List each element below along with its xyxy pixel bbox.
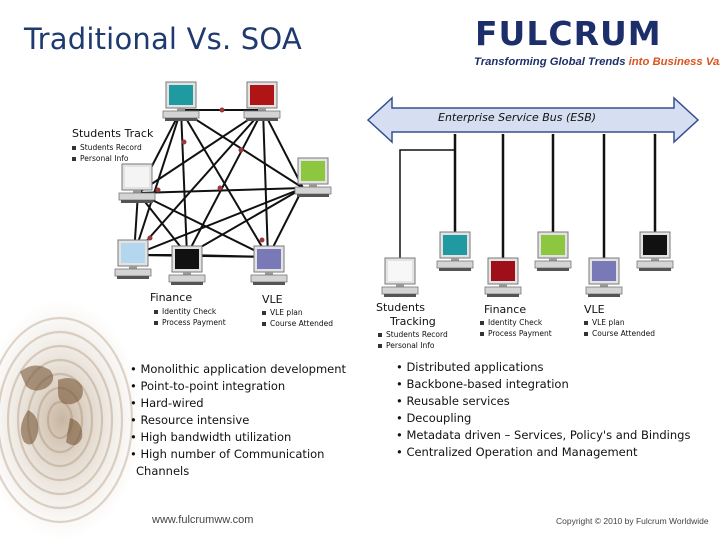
computer-red-icon bbox=[243, 81, 281, 122]
esb-label: Enterprise Service Bus (ESB) bbox=[438, 111, 597, 124]
finance-items: Identity Check Process Payment bbox=[154, 306, 226, 328]
list-item: • Point-to-point integration bbox=[130, 379, 286, 393]
soa-students-title-2: Tracking bbox=[390, 315, 436, 328]
list-item: Channels bbox=[136, 464, 190, 478]
list-item: • Decoupling bbox=[396, 411, 472, 425]
soa-vle-items: VLE plan Course Attended bbox=[584, 317, 655, 339]
computer-darkred-icon bbox=[484, 257, 522, 298]
footer-website: www.fulcrumww.com bbox=[152, 514, 254, 526]
list-item: Students Record bbox=[72, 142, 142, 153]
list-item: Course Attended bbox=[584, 328, 655, 339]
list-item: VLE plan bbox=[262, 307, 333, 318]
list-item: Personal Info bbox=[378, 340, 448, 351]
students-track-items: Students Record Personal Info bbox=[72, 142, 142, 164]
soa-finance-title: Finance bbox=[484, 303, 527, 316]
slide-title: Traditional Vs. SOA bbox=[24, 22, 302, 56]
finance-title: Finance bbox=[150, 291, 193, 304]
list-item: Personal Info bbox=[72, 153, 142, 164]
list-item: • Monolithic application development bbox=[130, 362, 347, 376]
point-to-point-links bbox=[133, 109, 304, 258]
traditional-bullets: • Monolithic application development • P… bbox=[130, 361, 346, 480]
list-item: • Reusable services bbox=[396, 394, 510, 408]
computer-black-icon bbox=[168, 245, 206, 286]
esb-branch-to-white bbox=[399, 149, 455, 258]
soa-finance-items: Identity Check Process Payment bbox=[480, 317, 552, 339]
computer-teal-icon bbox=[162, 81, 200, 122]
vle-items: VLE plan Course Attended bbox=[262, 307, 333, 329]
soa-students-items: Students Record Personal Info bbox=[378, 329, 448, 351]
computer-green-icon bbox=[294, 157, 332, 198]
computer-blue-icon bbox=[114, 239, 152, 280]
list-item: Course Attended bbox=[262, 318, 333, 329]
computer-teal-icon bbox=[436, 231, 474, 272]
logo-tagline-accent: into Business Value bbox=[628, 56, 720, 68]
list-item: Process Payment bbox=[154, 317, 226, 328]
students-track-title: Students Track bbox=[72, 127, 154, 140]
computer-purple-icon bbox=[250, 245, 288, 286]
list-item: • Backbone-based integration bbox=[396, 377, 569, 391]
computer-white-icon bbox=[381, 257, 419, 298]
fulcrum-logo: FULCRUM Transforming Global Trends into … bbox=[472, 14, 720, 70]
fingerprint-world-icon bbox=[0, 300, 142, 540]
soa-vle-title: VLE bbox=[584, 303, 605, 316]
list-item: Process Payment bbox=[480, 328, 552, 339]
logo-wordmark: FULCRUM bbox=[475, 14, 662, 53]
footer-copyright: Copyright © 2010 by Fulcrum Worldwide bbox=[556, 516, 709, 526]
soa-bullets: • Distributed applications • Backbone-ba… bbox=[396, 359, 690, 461]
computer-green-icon bbox=[534, 231, 572, 272]
list-item: • Hard-wired bbox=[130, 396, 204, 410]
esb-arrow bbox=[366, 96, 700, 144]
list-item: • Centralized Operation and Management bbox=[396, 445, 638, 459]
logo-tagline-main: Transforming Global Trends bbox=[474, 56, 626, 68]
computer-black-icon bbox=[636, 231, 674, 272]
list-item: VLE plan bbox=[584, 317, 655, 328]
connection-dots bbox=[147, 107, 265, 243]
list-item: • Metadata driven – Services, Policy's a… bbox=[396, 428, 691, 442]
list-item: • Distributed applications bbox=[396, 360, 544, 374]
esb-connectors bbox=[453, 134, 657, 258]
soa-students-title-1: Students bbox=[376, 301, 426, 314]
list-item: Identity Check bbox=[154, 306, 226, 317]
list-item: Identity Check bbox=[480, 317, 552, 328]
list-item: Students Record bbox=[378, 329, 448, 340]
logo-tagline: Transforming Global Trends into Business… bbox=[474, 56, 720, 68]
vle-title: VLE bbox=[262, 293, 283, 306]
computer-white-icon bbox=[118, 163, 156, 204]
list-item: • High bandwidth utilization bbox=[130, 430, 292, 444]
list-item: • High number of Communication bbox=[130, 447, 325, 461]
computer-purple-icon bbox=[585, 257, 623, 298]
list-item: • Resource intensive bbox=[130, 413, 250, 427]
